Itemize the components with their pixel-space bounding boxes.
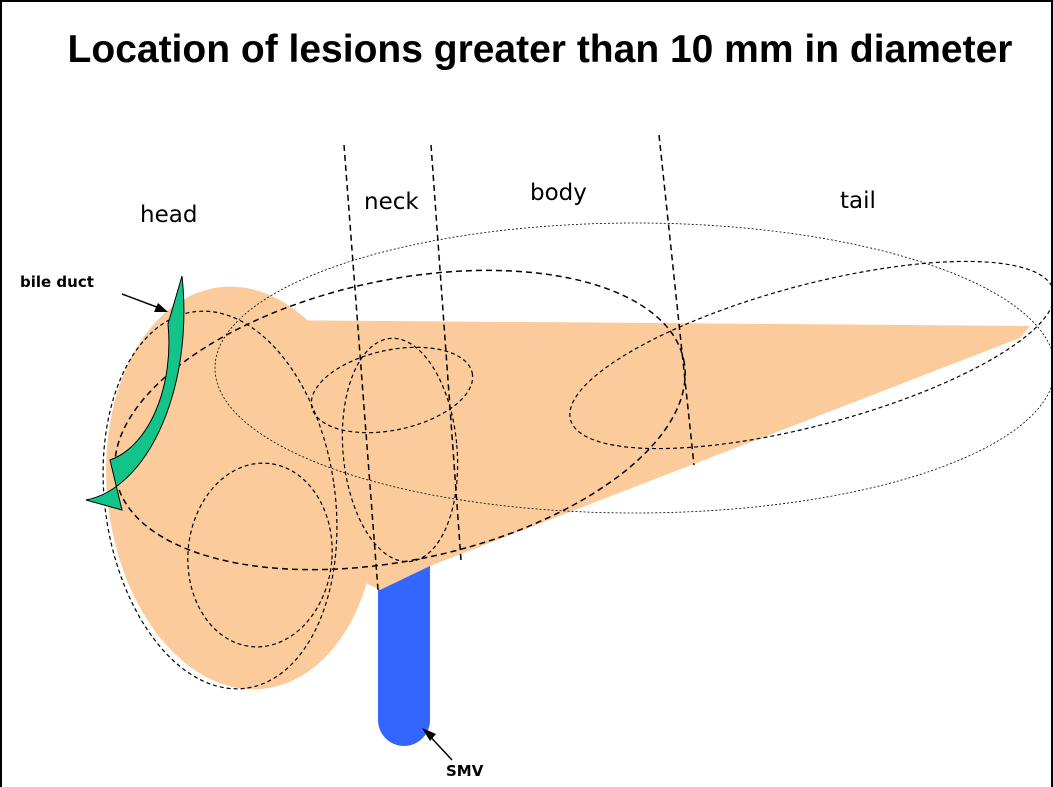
region-label-head: head xyxy=(140,202,197,228)
bile-duct-label: bile duct xyxy=(20,273,94,291)
pancreas-body-tail xyxy=(240,320,1030,590)
region-label-neck: neck xyxy=(364,189,419,215)
diagram-title: Location of lesions greater than 10 mm i… xyxy=(68,28,1013,71)
smv-label: SMV xyxy=(446,762,484,780)
smv-vessel xyxy=(378,566,430,746)
region-label-body: body xyxy=(530,180,587,206)
bile-duct-arrow xyxy=(122,294,162,309)
bile-duct-arrowhead xyxy=(154,303,168,312)
region-label-tail: tail xyxy=(840,188,876,214)
